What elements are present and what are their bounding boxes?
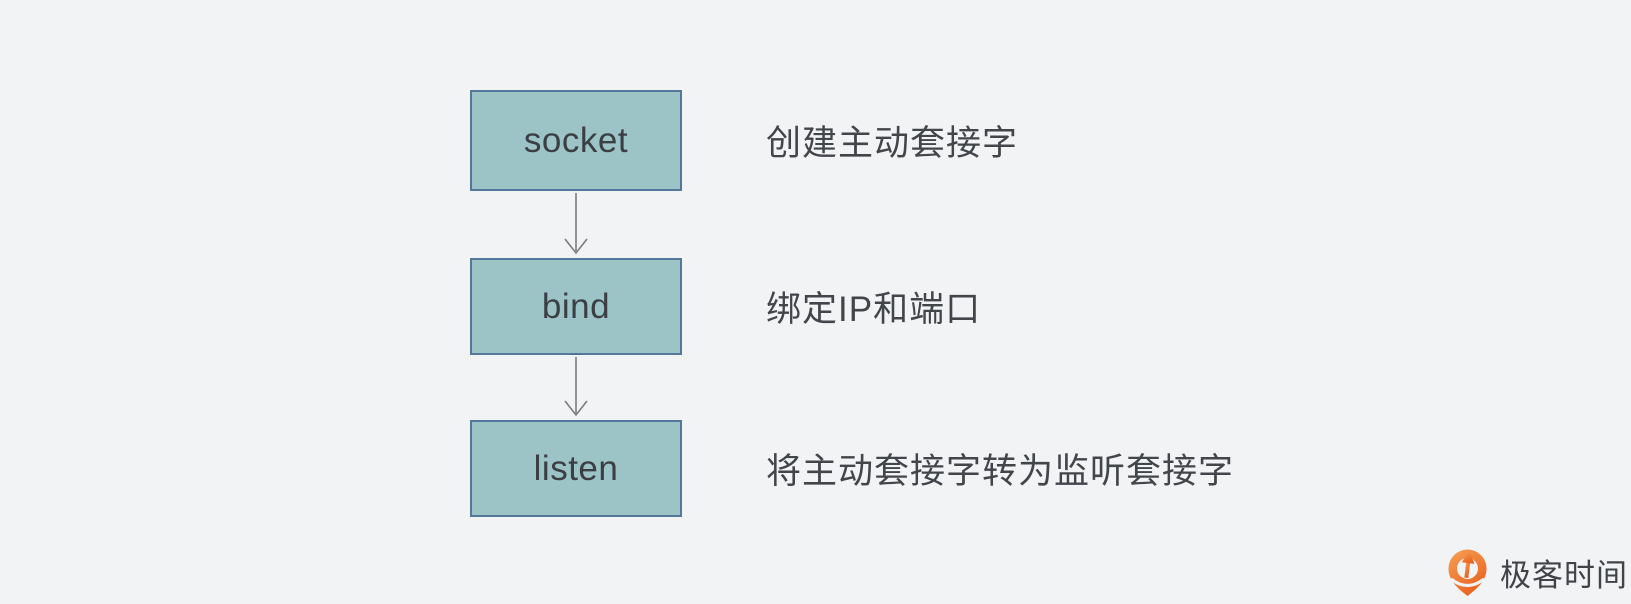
connector-arrow-down-icon bbox=[564, 193, 588, 255]
flow-node-bind: bind bbox=[470, 258, 682, 355]
flow-node-socket: socket bbox=[470, 90, 682, 191]
flow-node-bind-label: bind bbox=[541, 286, 611, 326]
flow-node-listen-description: 将主动套接字转为监听套接字 bbox=[766, 452, 1235, 491]
flow-node-listen: listen bbox=[470, 420, 682, 517]
flow-node-socket-label: socket bbox=[523, 120, 629, 160]
connector-arrow-down-icon bbox=[564, 357, 588, 417]
flow-node-bind-description: 绑定IP和端口 bbox=[766, 290, 982, 329]
geektime-logo-text: 极客时间 bbox=[1500, 557, 1628, 593]
geektime-logo: 极客时间 bbox=[1444, 546, 1628, 598]
flow-node-socket-description: 创建主动套接字 bbox=[766, 124, 1019, 163]
geektime-pin-icon bbox=[1448, 549, 1487, 596]
flow-node-listen-label: listen bbox=[533, 448, 619, 488]
